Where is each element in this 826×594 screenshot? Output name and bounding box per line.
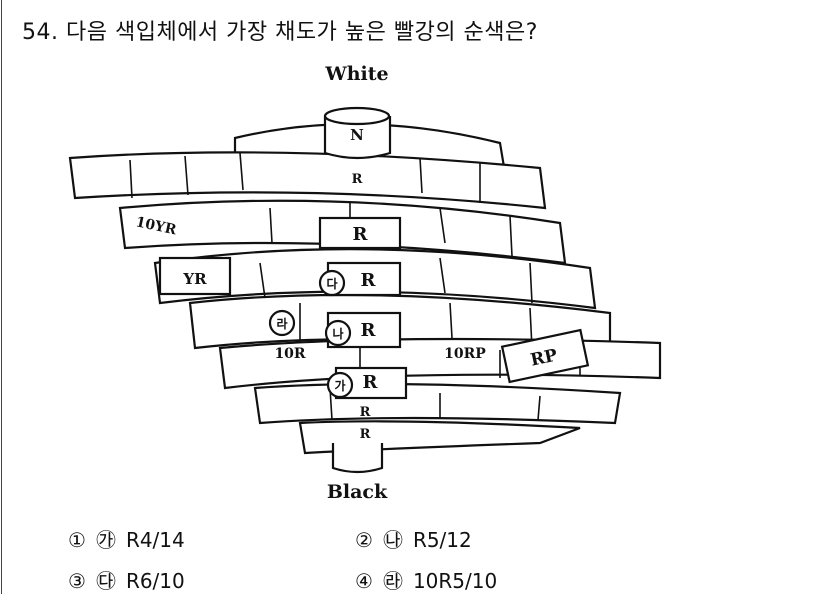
option-value: R5/12 bbox=[412, 528, 472, 552]
question-number: 54. bbox=[22, 20, 59, 45]
label-neutral: N bbox=[350, 126, 364, 144]
option-number: ① bbox=[68, 528, 86, 552]
label-10rp: 10RP bbox=[444, 346, 486, 362]
label-r-na: R bbox=[361, 320, 377, 341]
label-r-low1: R bbox=[360, 405, 371, 420]
option-value: R4/14 bbox=[125, 528, 185, 552]
page-border bbox=[1, 0, 2, 594]
label-r-ga: R bbox=[363, 372, 379, 393]
label-r-low2: R bbox=[360, 427, 371, 442]
option-4[interactable]: ④ ㉱ 10R5/10 bbox=[355, 565, 507, 594]
marker-ga: 가 bbox=[334, 378, 345, 393]
black-label: Black bbox=[327, 481, 388, 503]
label-yr: YR bbox=[182, 270, 207, 288]
option-marker: ㉰ bbox=[95, 569, 116, 593]
option-marker: ㉯ bbox=[382, 528, 403, 552]
option-value: 10R5/10 bbox=[412, 569, 498, 593]
option-3[interactable]: ③ ㉰ R6/10 bbox=[68, 565, 195, 594]
option-number: ② bbox=[355, 528, 373, 552]
option-marker: ㉱ bbox=[382, 569, 403, 593]
label-r-da: R bbox=[361, 270, 377, 291]
option-1[interactable]: ① ㉮ R4/14 bbox=[68, 524, 195, 553]
label-r-upper: R bbox=[353, 224, 369, 245]
question-text: 54. 다음 색입체에서 가장 채도가 높은 빨강의 순색은? bbox=[22, 14, 538, 46]
marker-na: 나 bbox=[332, 326, 343, 341]
option-number: ③ bbox=[68, 569, 86, 593]
marker-ra: 라 bbox=[276, 316, 287, 331]
neutral-axis-cap bbox=[323, 106, 391, 126]
question-body: 다음 색입체에서 가장 채도가 높은 빨강의 순색은? bbox=[66, 20, 538, 45]
white-label: White bbox=[324, 63, 388, 85]
option-2[interactable]: ② ㉯ R5/12 bbox=[355, 524, 482, 553]
option-value: R6/10 bbox=[125, 569, 185, 593]
label-r-top: R bbox=[352, 172, 363, 187]
color-solid-figure: White N R R R R R R R 10YR bbox=[68, 63, 662, 503]
marker-da: 다 bbox=[326, 276, 337, 291]
option-marker: ㉮ bbox=[95, 528, 116, 552]
neutral-axis-bottom bbox=[331, 443, 384, 474]
label-10r: 10R bbox=[274, 346, 305, 362]
neutral-axis-top bbox=[323, 116, 392, 160]
option-number: ④ bbox=[355, 569, 373, 593]
